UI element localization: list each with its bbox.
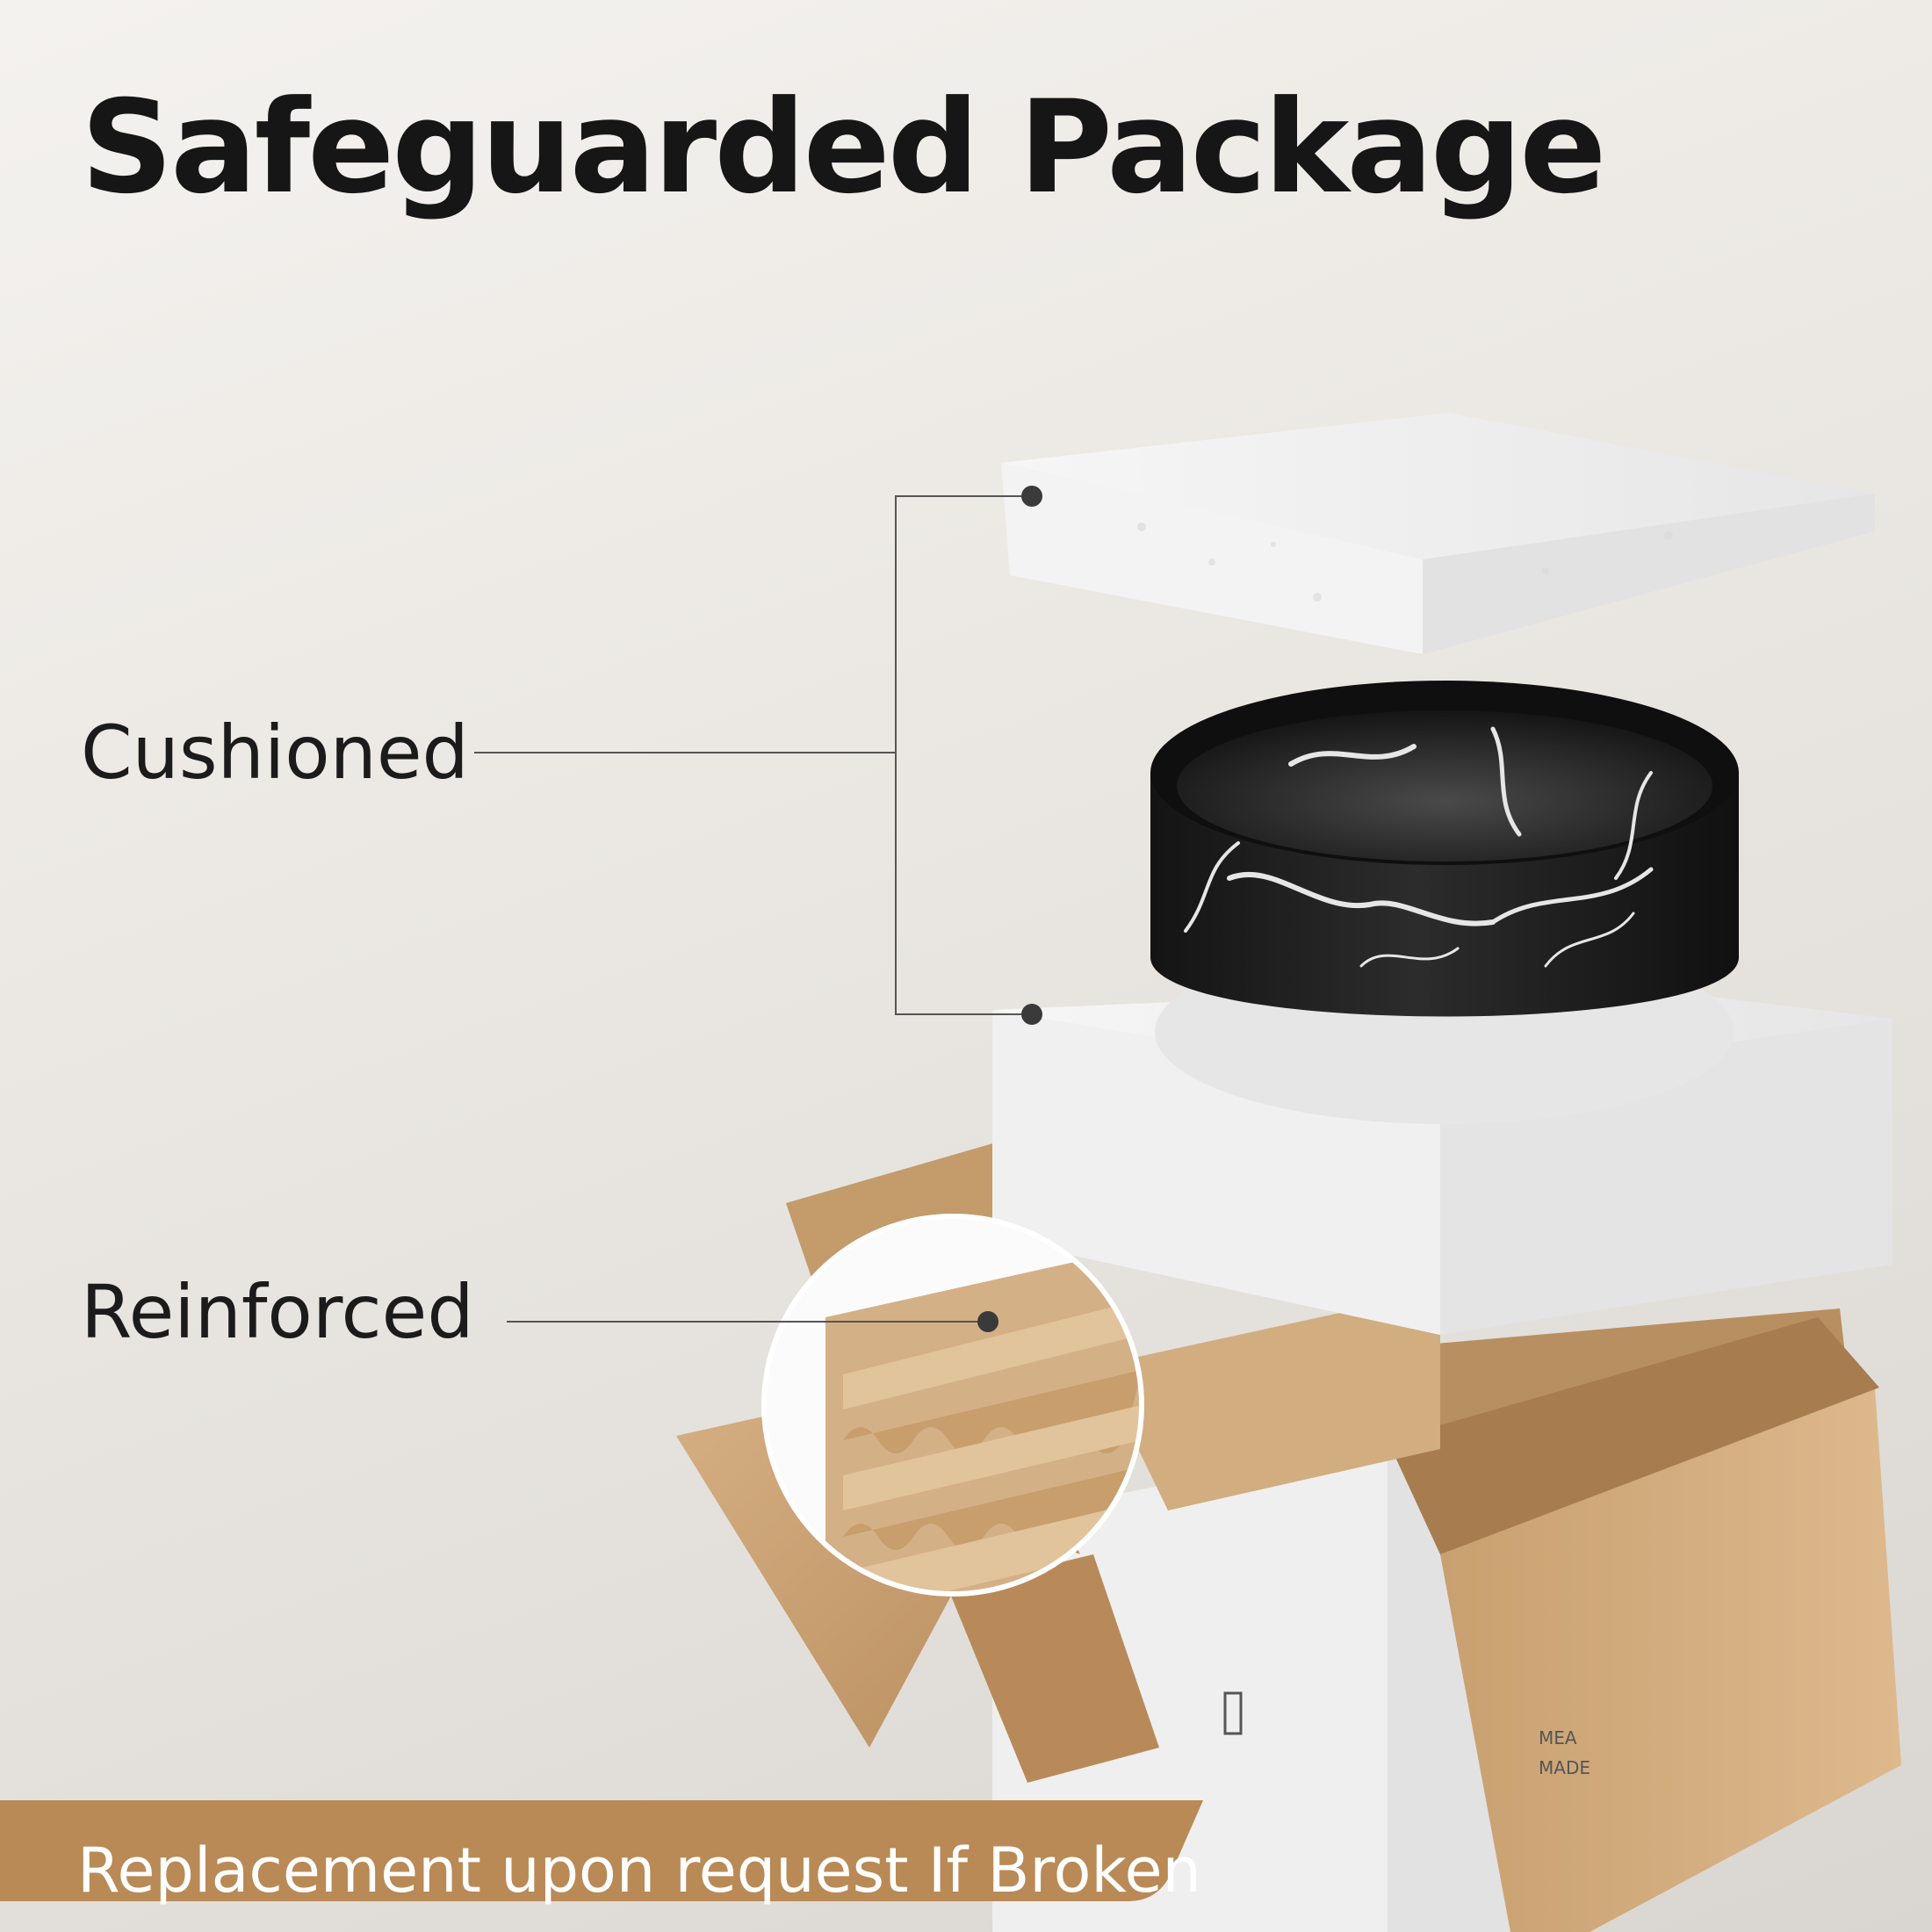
marble-basin bbox=[1150, 681, 1739, 1017]
replacement-banner-text: Replacement upon request If Broken bbox=[77, 1835, 1201, 1907]
reinforced-label: Reinforced bbox=[81, 1269, 474, 1355]
page-title: Safeguarded Package bbox=[81, 73, 1606, 222]
cushioned-connector bbox=[474, 495, 1032, 1015]
box-print-line-1: MEA bbox=[1539, 1727, 1577, 1748]
cushioned-label: Cushioned bbox=[81, 710, 469, 796]
foam-lid bbox=[1001, 413, 1875, 654]
box-print-symbol bbox=[1223, 1691, 1243, 1735]
base-callout-dot bbox=[1021, 1004, 1042, 1025]
corrugated-layers-magnifier bbox=[761, 1214, 1144, 1597]
lid-callout-dot bbox=[1021, 486, 1042, 507]
bottom-banner bbox=[0, 1800, 1203, 1901]
box-print-line-2: MADE bbox=[1539, 1757, 1590, 1778]
reinforced-connector bbox=[507, 1311, 998, 1332]
